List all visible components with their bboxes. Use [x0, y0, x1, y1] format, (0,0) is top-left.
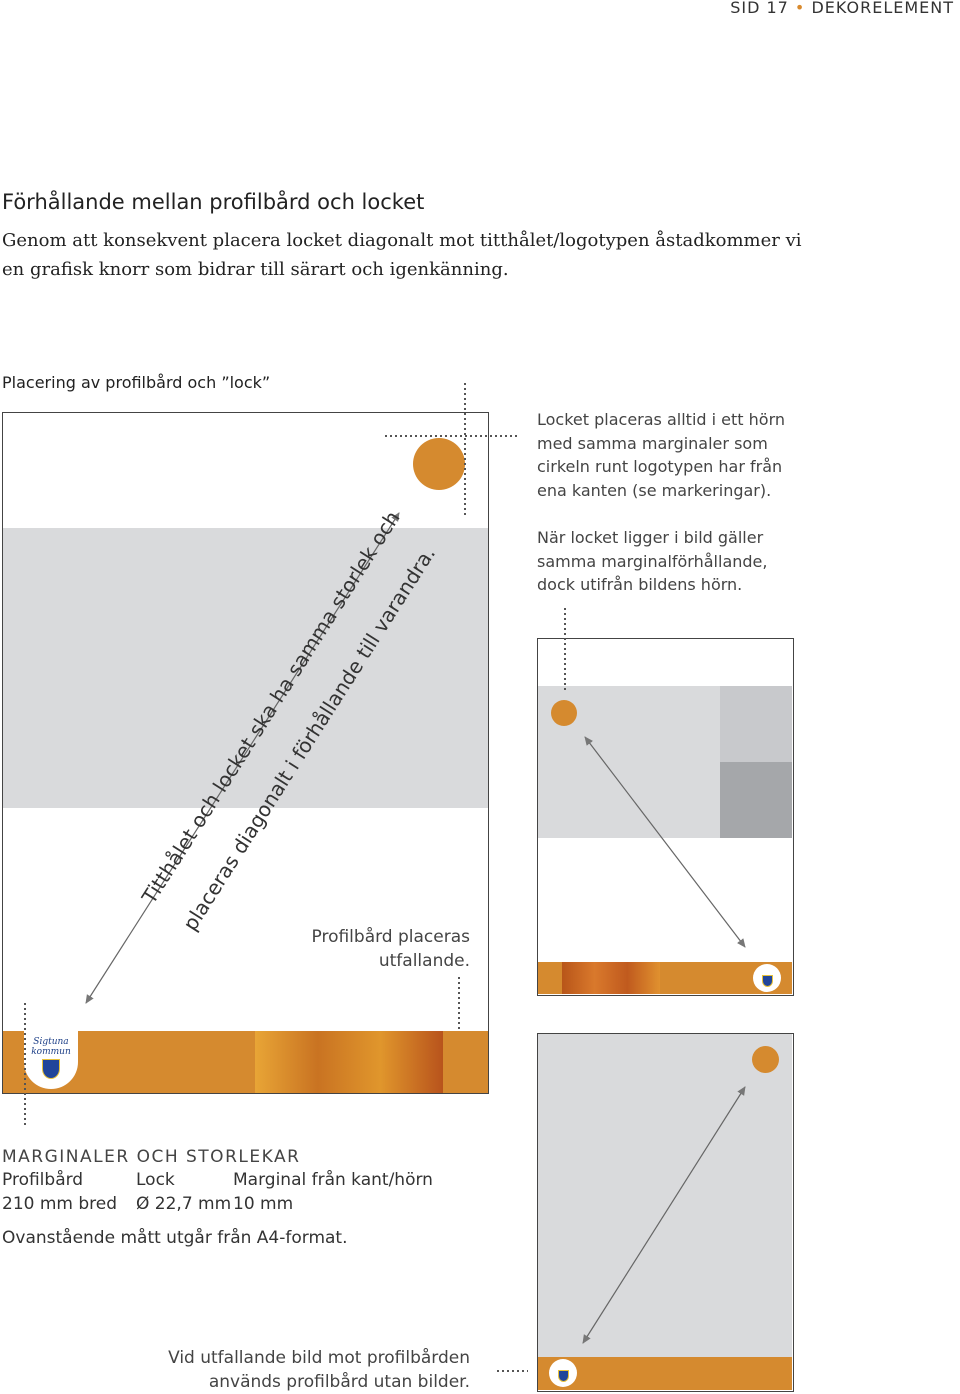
- measures-footnote: Ovanstående mått utgår från A4-format.: [2, 1228, 348, 1248]
- bottom-note: Vid utfallande bild mot profilbården anv…: [150, 1347, 470, 1394]
- table-cell: 10 mm: [233, 1192, 433, 1216]
- profile-note-2: utfallande.: [300, 950, 470, 974]
- table-row: 210 mm bred Ø 22,7 mm 10 mm: [2, 1192, 433, 1216]
- measures-title: MARGINALER OCH STORLEKAR: [2, 1147, 300, 1167]
- table-cell: Marginal från kant/hörn: [233, 1168, 433, 1192]
- diagonal-arrow-small-1: [585, 737, 745, 947]
- bottom-note-1: Vid utfallande bild mot profilbården: [150, 1347, 470, 1371]
- table-cell: Profilbård: [2, 1168, 136, 1192]
- table-cell: Lock: [136, 1168, 233, 1192]
- table-header-row: Profilbård Lock Marginal från kant/hörn: [2, 1168, 433, 1192]
- bottom-note-2: används profilbård utan bilder.: [150, 1371, 470, 1394]
- profile-note: Profilbård placeras utfallande.: [300, 926, 470, 973]
- measures-table: Profilbård Lock Marginal från kant/hörn …: [2, 1168, 433, 1216]
- diagonal-arrow-small-2: [583, 1087, 745, 1343]
- profile-note-1: Profilbård placeras: [300, 926, 470, 950]
- table-cell: 210 mm bred: [2, 1192, 136, 1216]
- table-cell: Ø 22,7 mm: [136, 1192, 233, 1216]
